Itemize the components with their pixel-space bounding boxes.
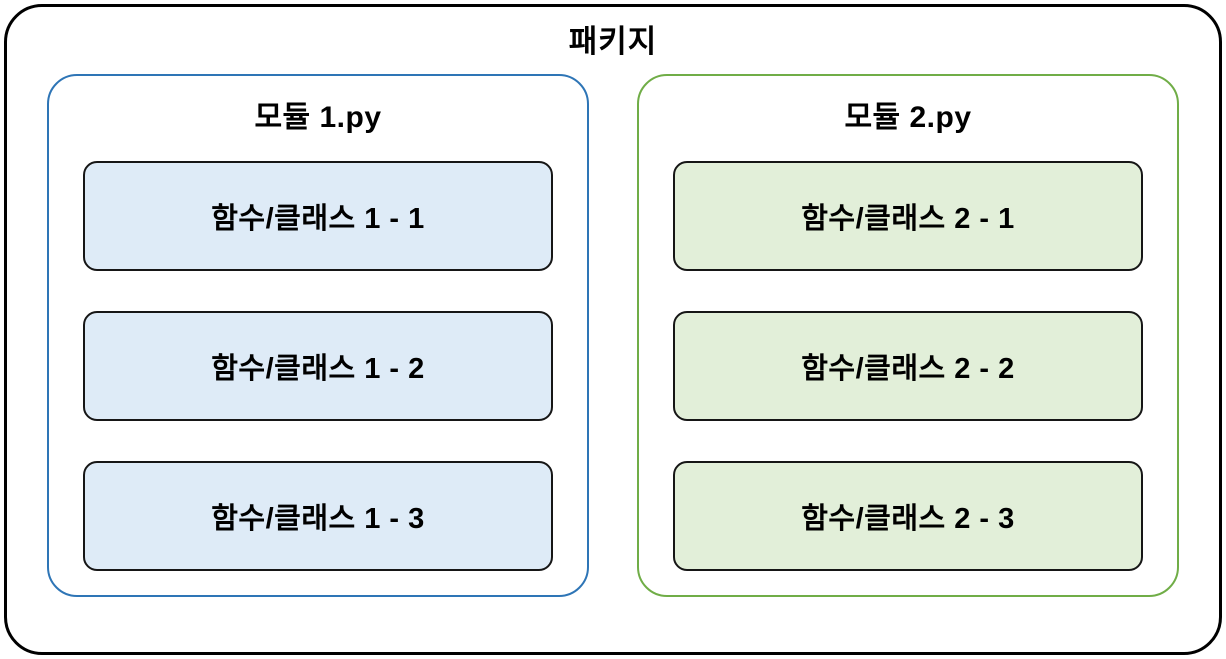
package-title: 패키지	[568, 24, 658, 59]
module-2-box-list: 함수/클래스 2 - 1 함수/클래스 2 - 2 함수/클래스 2 - 3	[673, 161, 1143, 571]
module-2-container: 모듈 2.py 함수/클래스 2 - 1 함수/클래스 2 - 2 함수/클래스…	[637, 74, 1179, 597]
module-1-container: 모듈 1.py 함수/클래스 1 - 1 함수/클래스 1 - 2 함수/클래스…	[47, 74, 589, 597]
module-1-box-list: 함수/클래스 1 - 1 함수/클래스 1 - 2 함수/클래스 1 - 3	[83, 161, 553, 571]
function-class-box-1-1: 함수/클래스 1 - 1	[83, 161, 553, 271]
function-class-box-1-2: 함수/클래스 1 - 2	[83, 311, 553, 421]
module-2-title: 모듈 2.py	[844, 101, 972, 134]
function-class-box-2-1: 함수/클래스 2 - 1	[673, 161, 1143, 271]
function-class-box-1-3: 함수/클래스 1 - 3	[83, 461, 553, 571]
package-container: 패키지 모듈 1.py 함수/클래스 1 - 1 함수/클래스 1 - 2 함수…	[4, 4, 1222, 655]
function-class-box-2-3: 함수/클래스 2 - 3	[673, 461, 1143, 571]
modules-row: 모듈 1.py 함수/클래스 1 - 1 함수/클래스 1 - 2 함수/클래스…	[7, 74, 1219, 597]
module-1-title: 모듈 1.py	[254, 101, 382, 134]
function-class-box-2-2: 함수/클래스 2 - 2	[673, 311, 1143, 421]
